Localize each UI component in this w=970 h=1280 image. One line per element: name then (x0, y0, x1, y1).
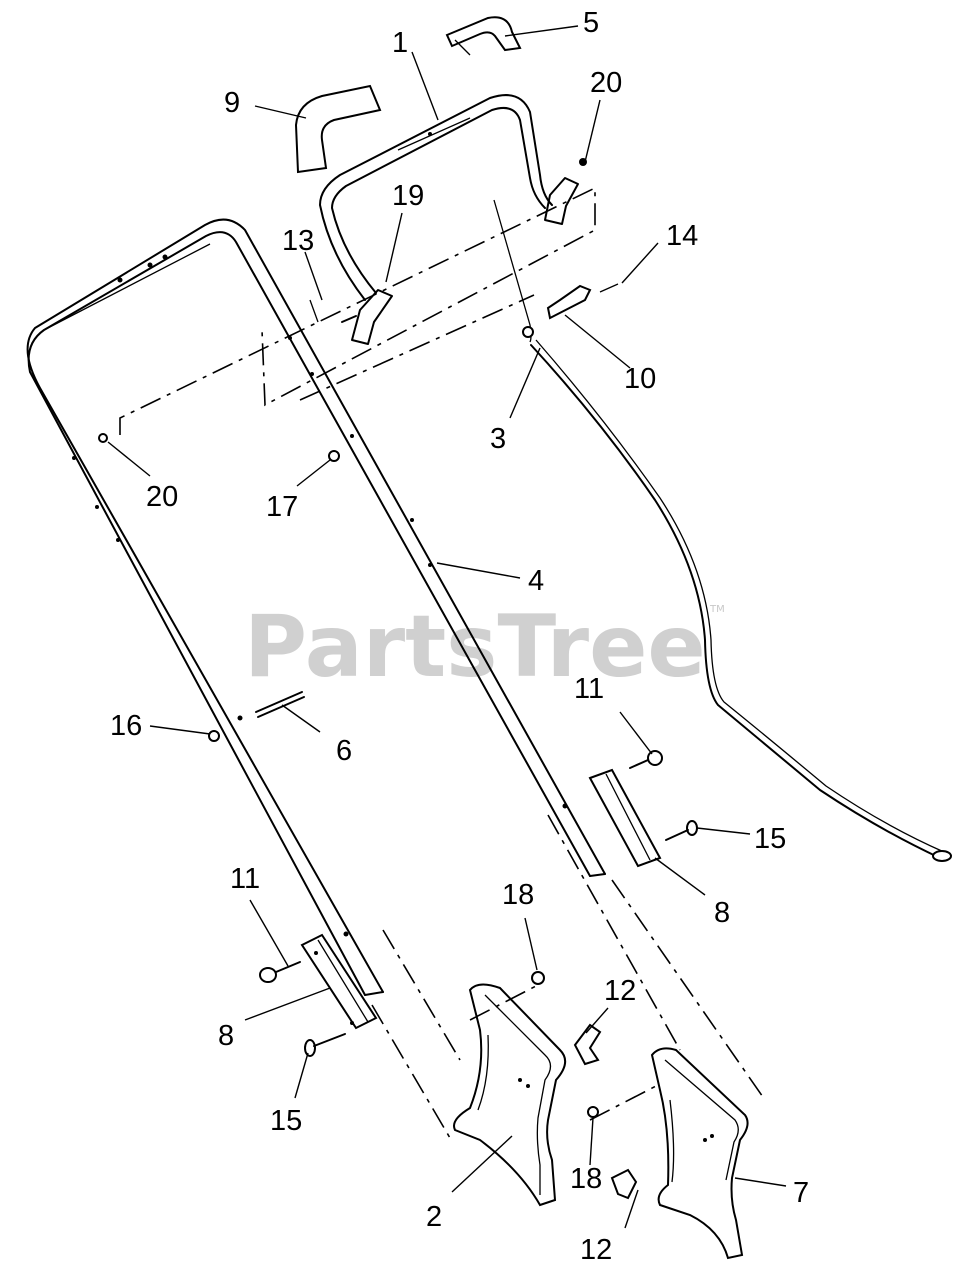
side-plate-part-7 (650, 1047, 749, 1260)
bolt-part-11-right (629, 750, 663, 769)
side-plate-part-2 (453, 983, 567, 1207)
callout-6: 6 (336, 735, 352, 767)
watermark-text: PartsTree (244, 597, 706, 697)
callout-12-lower: 12 (580, 1234, 612, 1266)
grip-part-9 (294, 84, 382, 174)
grip-part-5 (445, 16, 522, 56)
callout-3: 3 (490, 423, 506, 455)
bracket-part-8-left (300, 933, 378, 1030)
bolt-part-11-left (259, 961, 301, 983)
callout-17: 17 (266, 491, 298, 523)
bracket-left-part-13 (309, 289, 393, 345)
callout-20-top: 20 (590, 67, 622, 99)
cable-part-3 (493, 199, 952, 862)
callout-8-right: 8 (714, 897, 730, 929)
callout-2: 2 (426, 1201, 442, 1233)
cable-bracket-part-10 (546, 283, 619, 320)
callout-13: 13 (282, 225, 314, 257)
callout-1: 1 (392, 27, 408, 59)
callout-16: 16 (110, 710, 142, 742)
callout-18-lower: 18 (570, 1163, 602, 1195)
bolt-part-15-left (304, 1033, 346, 1057)
callout-20-left: 20 (146, 481, 178, 513)
callout-19: 19 (392, 180, 424, 212)
callout-10: 10 (624, 363, 656, 395)
callout-11-left: 11 (230, 863, 260, 895)
callout-8-left: 8 (218, 1020, 234, 1052)
bracket-part-8-right (588, 768, 662, 868)
nut-part-18-lower (587, 1106, 599, 1118)
leader-lines (107, 25, 787, 1229)
callout-5: 5 (583, 7, 599, 39)
callout-15-right: 15 (754, 823, 786, 855)
knob-part-12-upper (573, 1023, 602, 1066)
callouts: 1 5 9 20 19 13 14 10 3 20 17 4 11 16 6 1… (110, 7, 809, 1266)
nut-part-17 (328, 450, 340, 462)
assembly-lines (119, 186, 766, 1139)
callout-14: 14 (666, 220, 698, 252)
watermark-trademark: TM (709, 604, 725, 615)
nut-part-20-left (98, 433, 108, 443)
bracket-right (544, 158, 587, 225)
callout-7: 7 (793, 1177, 809, 1209)
callout-9: 9 (224, 87, 240, 119)
callout-11-right: 11 (574, 673, 604, 705)
callout-18-upper: 18 (502, 879, 534, 911)
pin-part-6 (255, 691, 305, 718)
callout-12-upper: 12 (604, 975, 636, 1007)
upper-handle-part-1 (319, 94, 553, 301)
nut-part-18-upper (531, 971, 545, 985)
knob-part-12-lower (610, 1168, 638, 1200)
nut-part-16 (208, 730, 220, 742)
bolt-part-15-right (665, 820, 698, 841)
callout-15-left: 15 (270, 1105, 302, 1137)
callout-4: 4 (528, 565, 544, 597)
